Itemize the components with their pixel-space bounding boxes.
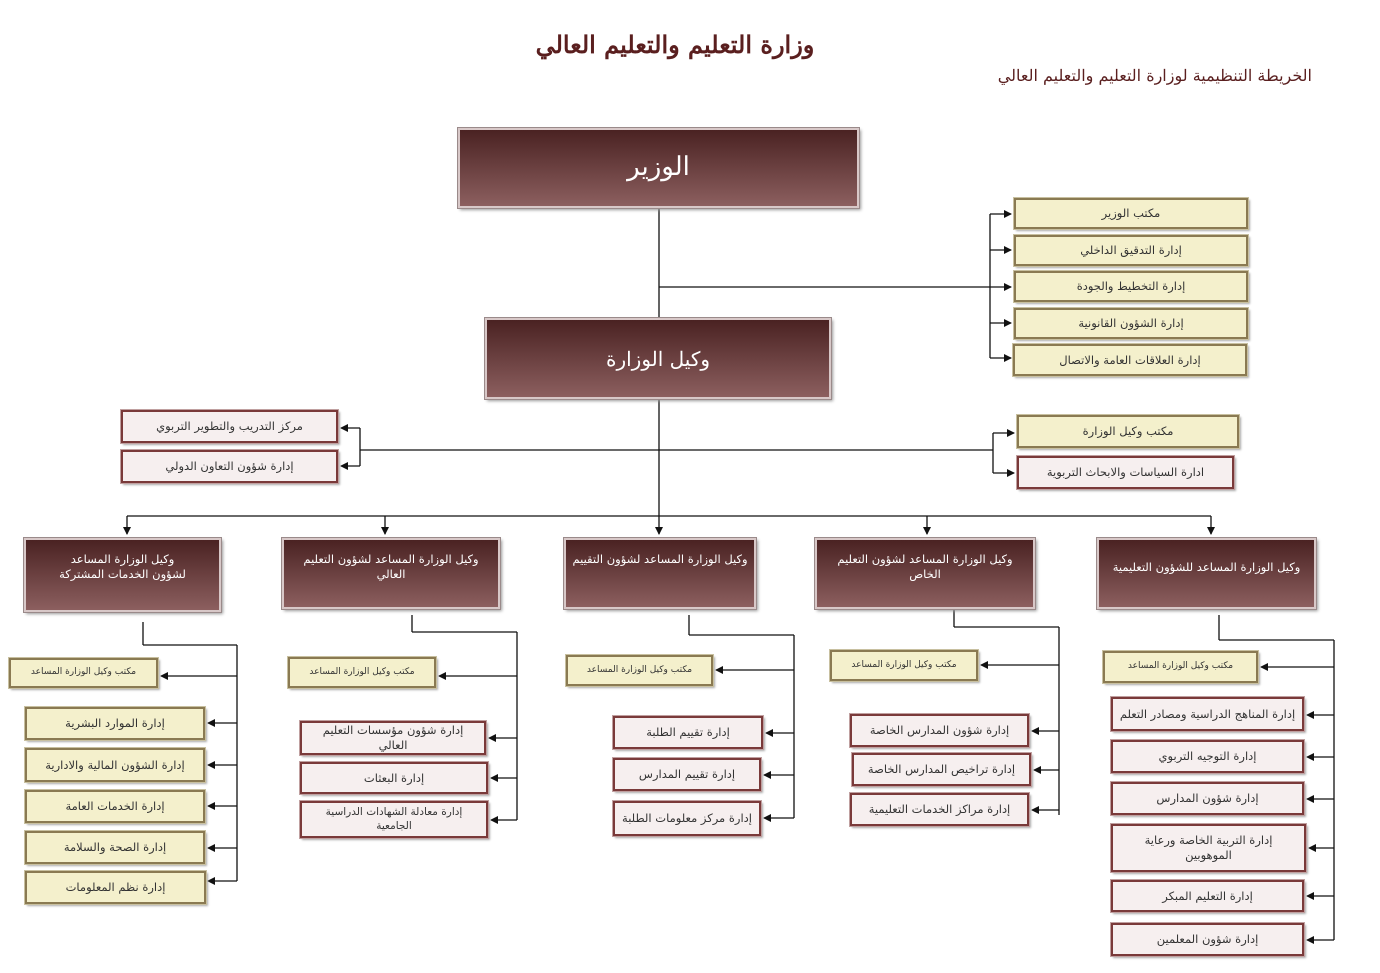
department-box: إدارة التوجيه التربوي [1110,739,1305,774]
minister-box: الوزير [457,127,860,209]
department-box: إدارة شؤون مؤسسات التعليم العالي [299,720,487,756]
department-box: إدارة تقييم المدارس [612,757,762,792]
department-box: إدارة التربية الخاصة ورعاية الموهوبين [1110,823,1307,873]
department-box: إدارة شؤون المدارس [1110,781,1305,816]
department-box: إدارة المناهج الدراسية ومصادر التعلم [1110,696,1305,732]
undersecretary-unit-box: ادارة السياسات والابحاث التربوية [1016,455,1235,490]
department-box: إدارة الموارد البشرية [24,706,206,741]
assistant-office-box: مكتب وكيل الوزارة المساعد [829,649,979,682]
assistant-office-box: مكتب وكيل الوزارة المساعد [1102,650,1259,684]
page-subtitle: الخريطة التنظيمية لوزارة التعليم والتعلي… [997,66,1312,85]
assistant-office-box: مكتب وكيل الوزارة المساعد [287,656,437,689]
department-box: إدارة شؤون المعلمين [1110,922,1305,957]
department-box: إدارة الخدمات العامة [24,789,206,824]
assistant-shared-box: وكيل الوزارة المساعد لشؤون الخدمات المشت… [23,537,222,613]
minister-unit-box: إدارة التدقيق الداخلي [1013,234,1249,267]
department-box: إدارة تقييم الطلبة [612,715,764,750]
minister-unit-box: إدارة التخطيط والجودة [1013,270,1249,303]
department-box: إدارة مراكز الخدمات التعليمية [849,792,1030,827]
minister-unit-box: إدارة الشؤون القانونية [1013,307,1249,340]
department-box: إدارة تراخيص المدارس الخاصة [851,752,1032,787]
assistant-office-box: مكتب وكيل الوزارة المساعد [8,657,159,689]
department-box: إدارة مركز معلومات الطلبة [612,800,762,837]
department-box: إدارة الصحة والسلامة [24,830,206,865]
minister-unit-box: إدارة العلاقات العامة والاتصال [1012,343,1248,377]
page-title: وزارة التعليم والتعليم العالي [535,30,815,59]
department-box: إدارة نظم المعلومات [24,870,207,905]
assistant-higher-box: وكيل الوزارة المساعد لشؤون التعليم العال… [281,537,501,610]
undersecretary-box: وكيل الوزارة [484,317,832,400]
department-box: إدارة الشؤون المالية والادارية [24,747,206,783]
undersecretary-unit-box: إدارة شؤون التعاون الدولي [120,449,339,484]
department-box: إدارة معادلة الشهادات الدراسية الجامعية [299,800,489,839]
assistant-assessment-box: وكيل الوزارة المساعد لشؤون التقييم [563,537,757,610]
assistant-educational-box: وكيل الوزارة المساعد للشؤون التعليمية [1096,537,1317,610]
department-box: إدارة التعليم المبكر [1110,879,1305,913]
department-box: إدارة البعثات [299,761,489,795]
assistant-office-box: مكتب وكيل الوزارة المساعد [565,654,714,687]
undersecretary-office-box: مكتب وكيل الوزارة [1016,414,1240,449]
undersecretary-unit-box: مركز التدريب والتطوير التربوي [120,409,339,444]
minister-unit-box: مكتب الوزير [1013,197,1249,230]
department-box: إدارة شؤون المدارس الخاصة [849,713,1030,748]
assistant-private-box: وكيل الوزارة المساعد لشؤون التعليم الخاص [814,537,1036,610]
